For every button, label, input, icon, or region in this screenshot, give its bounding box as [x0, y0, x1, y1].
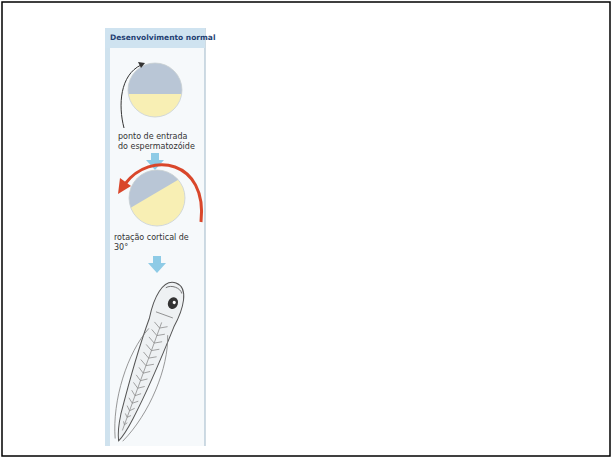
rotation-arrow	[125, 165, 202, 222]
panel-strip	[105, 28, 110, 446]
tadpole-embryo	[102, 277, 193, 447]
panel	[105, 28, 205, 446]
down-arrow	[148, 256, 166, 273]
sperm-arrow	[121, 65, 141, 128]
panel-title: Desenvolvimento normal	[110, 33, 216, 42]
caption-label: ponto de entrada do espermatozóide	[118, 132, 196, 151]
panel-edge	[205, 28, 206, 446]
caption-label: rotação cortical de 30°	[114, 233, 204, 252]
